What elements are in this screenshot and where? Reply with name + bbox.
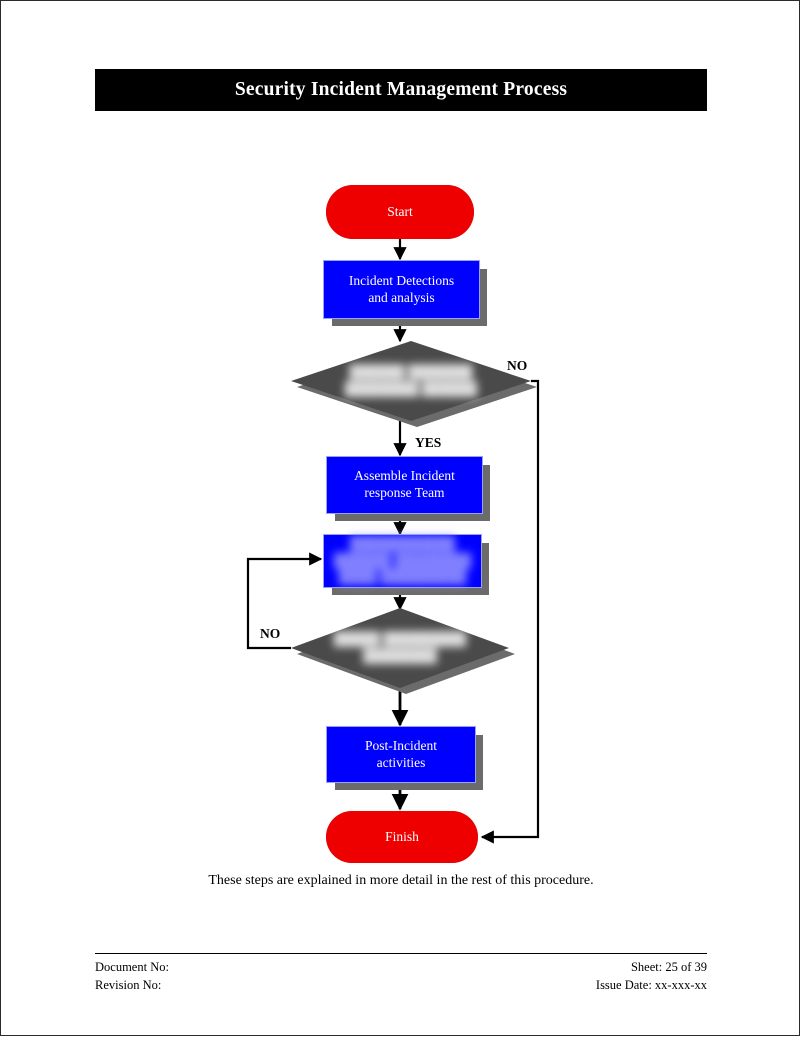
assemble-team-shape[interactable]: Assemble Incident response Team	[326, 456, 483, 514]
incident-detection-label: Incident Detections and analysis	[348, 272, 455, 305]
flow-node-finish[interactable]: Finish	[326, 811, 478, 863]
containment-label: ███████████ ██████ ████████ ████ ███████…	[333, 535, 472, 585]
incident-detection-shape[interactable]: Incident Detections and analysis	[323, 260, 480, 319]
flow-node-post-incident[interactable]: Post-Incident activities	[326, 726, 483, 790]
flow-node-decision-2[interactable]: █████ █████████ ████████	[291, 608, 515, 694]
decision-1-shape[interactable]	[291, 341, 531, 421]
flow-node-containment[interactable]: ███████████ ██████ ████████ ████ ███████…	[323, 534, 489, 595]
flow-node-assemble-team[interactable]: Assemble Incident response Team	[326, 456, 490, 521]
edge-label-decision2-no: NO	[260, 626, 281, 641]
page-title-banner: Security Incident Management Process	[95, 69, 707, 111]
edge-label-decision1-yes: YES	[415, 435, 442, 450]
footer-document-no: Document No:	[95, 960, 169, 974]
post-incident-shape[interactable]: Post-Incident activities	[326, 726, 476, 783]
page-footer: Document No: Sheet: 25 of 39 Revision No…	[95, 953, 707, 994]
assemble-team-label: Assemble Incident response Team	[354, 468, 455, 500]
decision-2-shape[interactable]	[291, 608, 509, 688]
page-title: Security Incident Management Process	[234, 79, 568, 100]
footer-row-top: Document No: Sheet: 25 of 39	[95, 958, 707, 976]
edge-label-decision1-no: NO	[507, 358, 528, 373]
start-shape[interactable]: Start	[326, 185, 474, 239]
footer-row-bottom: Revision No: Issue Date: xx-xxx-xx	[95, 976, 707, 994]
footer-revision-no: Revision No:	[95, 978, 162, 993]
finish-shape[interactable]: Finish	[326, 811, 478, 863]
containment-shape[interactable]: ███████████ ██████ ████████ ████ ███████…	[323, 534, 482, 588]
flow-node-incident-detection[interactable]: Incident Detections and analysis	[323, 260, 487, 326]
flow-node-start[interactable]: Start	[326, 185, 474, 239]
flowchart-caption: These steps are explained in more detail…	[208, 873, 594, 888]
post-incident-label: Post-Incident activities	[365, 737, 437, 770]
start-label: Start	[387, 204, 413, 219]
decision-2-label: █████ █████████ ████████	[333, 631, 467, 663]
finish-label: Finish	[385, 829, 419, 844]
footer-issue-date: Issue Date: xx-xxx-xx	[595, 978, 707, 993]
footer-sheet-number: Sheet: 25 of 39	[630, 960, 707, 974]
decision-1-label: ██████ ███████ ████████ ██████	[344, 364, 478, 396]
flow-node-decision-1[interactable]: ██████ ███████ ████████ ██████	[291, 341, 537, 427]
